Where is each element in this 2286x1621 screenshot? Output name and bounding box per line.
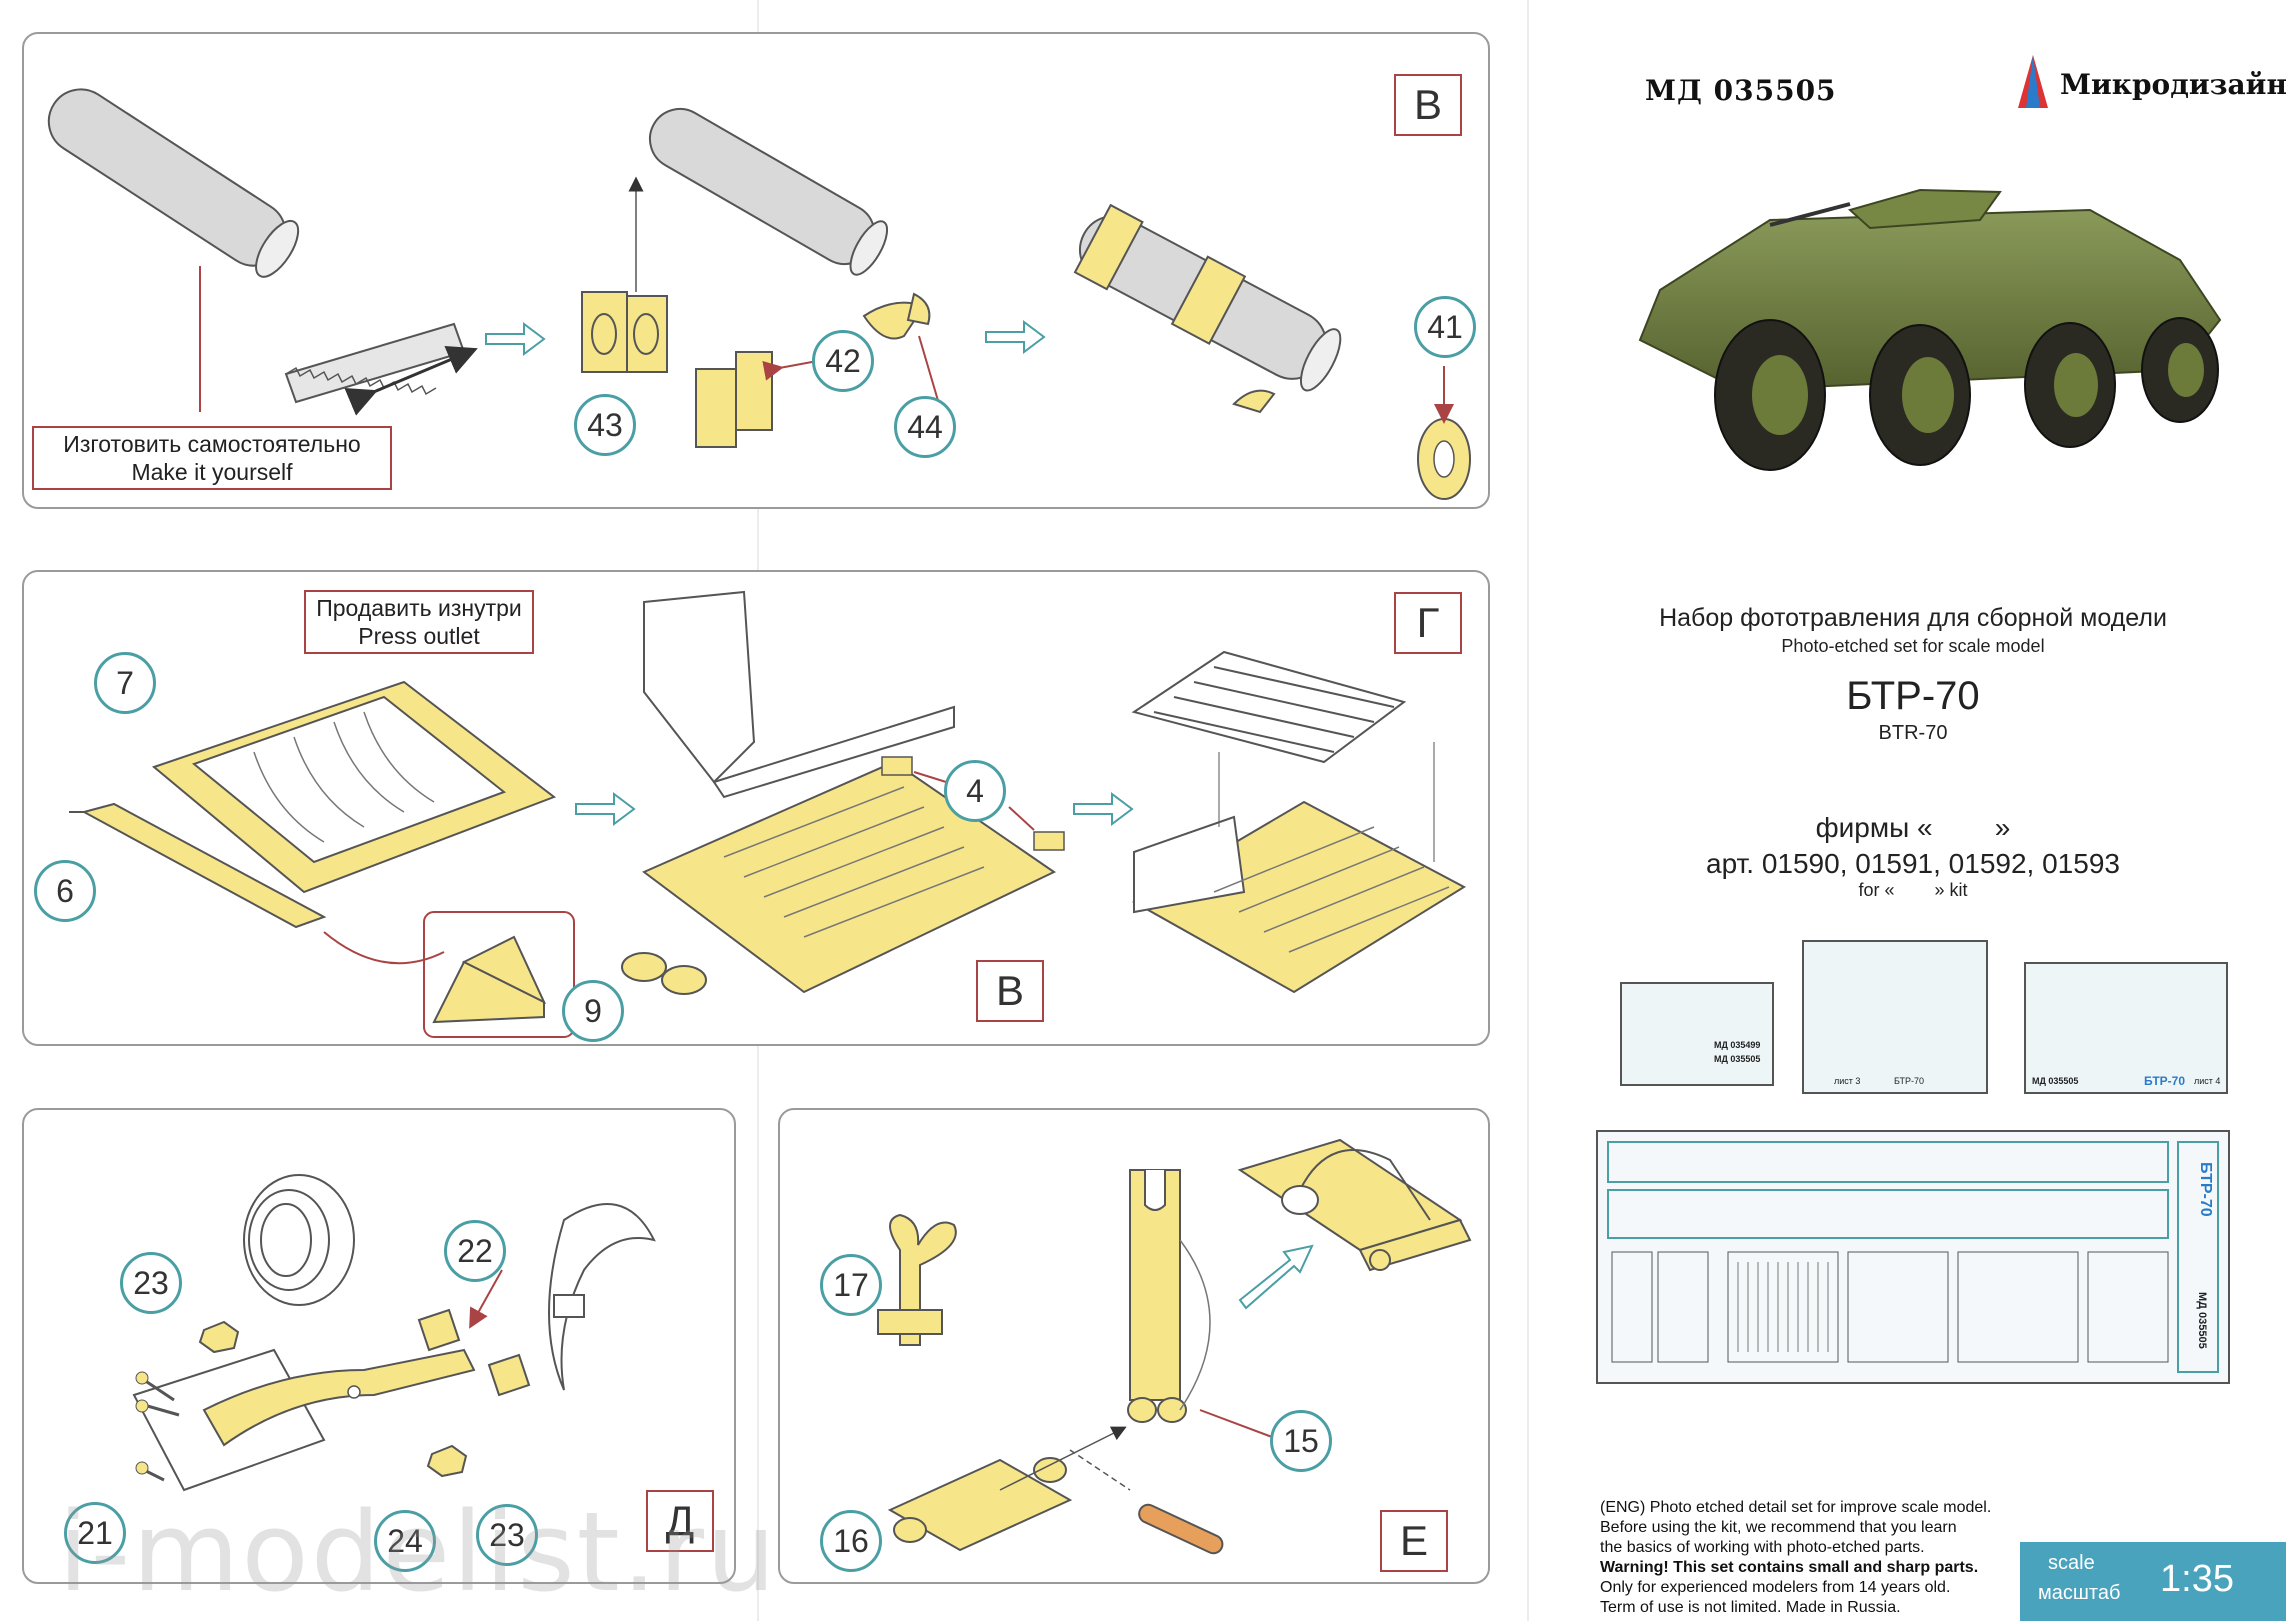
cover-page: МД 035505 Микродизайн Набор фототрав — [1540, 0, 2286, 1621]
step-d-panel: Д 23 22 21 24 23 — [22, 1108, 736, 1584]
warning-line-3: the basics of working with photo-etched … — [1600, 1539, 1925, 1556]
part-6-number: 6 — [34, 860, 96, 922]
vehicle-photo — [1638, 188, 2222, 471]
warning-line-4: Warning! This set contains small and sha… — [1600, 1559, 1979, 1576]
part-16-number: 16 — [820, 1510, 882, 1572]
for-kit: for « » kit — [1540, 880, 2286, 901]
part-4-number: 4 — [944, 760, 1006, 822]
part-23-number-bottom: 23 — [476, 1504, 538, 1566]
spool — [243, 1174, 355, 1306]
scale-label-en: scale — [2048, 1552, 2095, 1574]
bracket-assembly — [1237, 1138, 1472, 1272]
sheet-4-preview: МД 035505 БТР-70 лист 4 — [2024, 962, 2228, 1094]
part-17-number: 17 — [820, 1254, 882, 1316]
flow-arrow-2 — [985, 320, 1046, 354]
part-6-strip — [81, 802, 327, 929]
part-44-number: 44 — [894, 396, 956, 458]
step-e-letter: Е — [1380, 1510, 1448, 1572]
part-23-number-top: 23 — [120, 1252, 182, 1314]
flow-arrow-1 — [485, 322, 546, 356]
assembled-plate — [1131, 800, 1467, 994]
title-ru: Набор фототравления для сборной модели — [1659, 604, 2167, 632]
sheet-4-model: БТР-70 — [2144, 1074, 2186, 1088]
product-code: МД 035505 — [1645, 74, 1837, 107]
part-15-number: 15 — [1270, 1410, 1332, 1472]
hook — [548, 1203, 656, 1391]
watermark: i-modelist.ru — [58, 1488, 778, 1616]
warning-line-2: Before using the kit, we recommend that … — [1600, 1519, 1957, 1536]
rod-middle — [648, 108, 889, 276]
firm-ru: фирмы « » — [1540, 812, 2286, 844]
hatch-assembly-plate — [642, 760, 1056, 994]
warning-line-1: (ENG) Photo etched detail set for improv… — [1600, 1499, 1992, 1516]
scale-value: 1:35 — [2160, 1558, 2234, 1600]
scale-label-ru: масштаб — [2038, 1582, 2121, 1604]
part-16-shape — [887, 1458, 1073, 1552]
step-d-drawing — [132, 1174, 656, 1492]
main-fret-drawing — [1607, 1141, 2219, 1373]
flow-arrow-5 — [1238, 1244, 1314, 1310]
main-fret-code: МД 035505 — [2196, 1292, 2208, 1349]
step-g-letter: Г — [1394, 592, 1462, 654]
sheet-1-code-a: МД 035499 — [1714, 1040, 1761, 1050]
firm-ru-text: фирмы « » — [1815, 812, 2011, 843]
sheet-3-preview: лист 3 БТР-70 — [1802, 940, 1988, 1094]
sheet-1-code-b: МД 035505 — [1714, 1054, 1761, 1064]
step-b-panel: В Изготовить самостоятельно Make it your… — [22, 32, 1490, 509]
pin-rod — [1138, 1503, 1224, 1555]
part-21-number: 21 — [64, 1502, 126, 1564]
step-d-letter: Д — [646, 1490, 714, 1552]
step-e-panel: Е 17 15 16 — [778, 1108, 1490, 1584]
step-g-drawing — [69, 590, 1467, 1038]
sheet-1-preview: МД 035499 МД 035505 — [1620, 982, 1774, 1086]
part-22-number: 22 — [444, 1220, 506, 1282]
brand-logo-icon — [2018, 55, 2048, 108]
sheet-3-model: БТР-70 — [1894, 1076, 1925, 1086]
flow-arrow-3 — [575, 792, 636, 826]
make-it-yourself-label: Изготовить самостоятельно Make it yourse… — [32, 426, 392, 490]
press-outlet-label: Продавить изнутри Press outlet — [304, 590, 534, 654]
warning-text: (ENG) Photo etched detail set for improv… — [1600, 1498, 2120, 1618]
shield-plate — [643, 590, 756, 784]
part-24-number: 24 — [374, 1510, 436, 1572]
grille — [1131, 650, 1407, 764]
model-ru: БТР-70 — [1846, 674, 1980, 718]
for-kit-text: for « » kit — [1858, 880, 1968, 900]
brand-name: Микродизайн — [2060, 68, 2286, 101]
make-label-en: Make it yourself — [131, 459, 293, 485]
step-g-panel: Г Продавить изнутри Press outlet 7 6 4 9… — [22, 570, 1490, 1046]
flow-arrow-4 — [1073, 792, 1134, 826]
part-42-number: 42 — [812, 330, 874, 392]
main-fret-model: БТР-70 — [2197, 1162, 2214, 1217]
rod-left — [47, 88, 300, 278]
rod-assembled — [1073, 203, 1342, 392]
part-42-shape — [695, 368, 737, 448]
warning-line-6: Term of use is not limited. Made in Russ… — [1600, 1599, 1901, 1616]
scale-tab: scale масштаб 1:35 — [2020, 1542, 2286, 1621]
main-fret-preview: БТР-70 МД 035505 — [1596, 1130, 2230, 1384]
sheet-4-code: МД 035505 — [2032, 1076, 2079, 1086]
part-9-number: 9 — [562, 980, 624, 1042]
part-43-shape — [581, 291, 628, 373]
part-7-number: 7 — [94, 652, 156, 714]
articles: арт. 01590, 01591, 01592, 01593 — [1706, 848, 2120, 879]
title-en: Photo-etched set for scale model — [1781, 636, 2045, 656]
sheet-3-label: лист 3 — [1834, 1076, 1861, 1086]
step-e-drawing — [877, 1138, 1472, 1555]
part-43-number: 43 — [574, 394, 636, 456]
sheet-4-label: лист 4 — [2194, 1076, 2221, 1086]
step-b-letter: В — [1394, 74, 1462, 136]
model-en: BTR-70 — [1878, 722, 1948, 744]
press-label-ru: Продавить изнутри — [316, 595, 522, 621]
strip-arrow — [344, 345, 478, 416]
press-label-en: Press outlet — [358, 623, 480, 649]
part-41-number: 41 — [1414, 296, 1476, 358]
step-b-drawing — [47, 88, 1471, 500]
fold-line-right — [1527, 0, 1529, 1621]
make-label-ru: Изготовить самостоятельно — [63, 431, 361, 457]
part-24-arm — [202, 1348, 476, 1447]
warning-line-5: Only for experienced modelers from 14 ye… — [1600, 1579, 1951, 1596]
step-g-ref-letter: В — [976, 960, 1044, 1022]
